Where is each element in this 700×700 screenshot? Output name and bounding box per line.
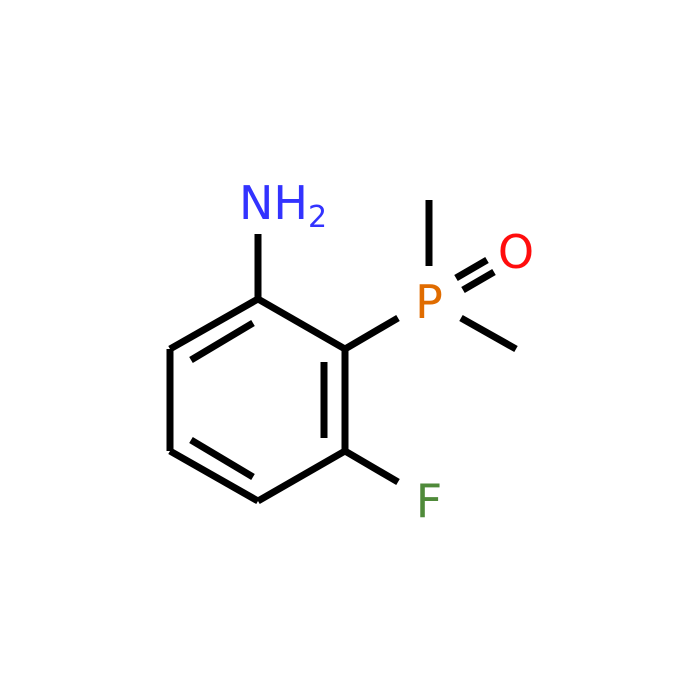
- ring-bond-c6-c1: [168, 295, 260, 353]
- amine-symbol: NH: [239, 176, 308, 230]
- fluorine-label: F: [416, 474, 442, 528]
- ring-bond-c1-c2: [256, 295, 347, 353]
- ring-bond-c3-c4: [256, 447, 347, 505]
- bond-p-o-double-2: [461, 268, 496, 294]
- bond-c3-f: [343, 447, 400, 486]
- ring-inner-bond-c6-c1: [189, 319, 255, 364]
- bond-c2-p: [343, 314, 400, 353]
- bond-p-o-double-1: [454, 256, 489, 282]
- ring-bond-c4-c5: [168, 447, 260, 505]
- bond-p-methyl-right: [459, 314, 518, 353]
- ring-inner-bond-c4-c5: [189, 436, 255, 481]
- oxygen-label: O: [498, 225, 534, 279]
- amine-subscript: 2: [308, 200, 327, 235]
- amine-label: NH2: [239, 176, 327, 235]
- phosphorus-label: P: [415, 275, 443, 329]
